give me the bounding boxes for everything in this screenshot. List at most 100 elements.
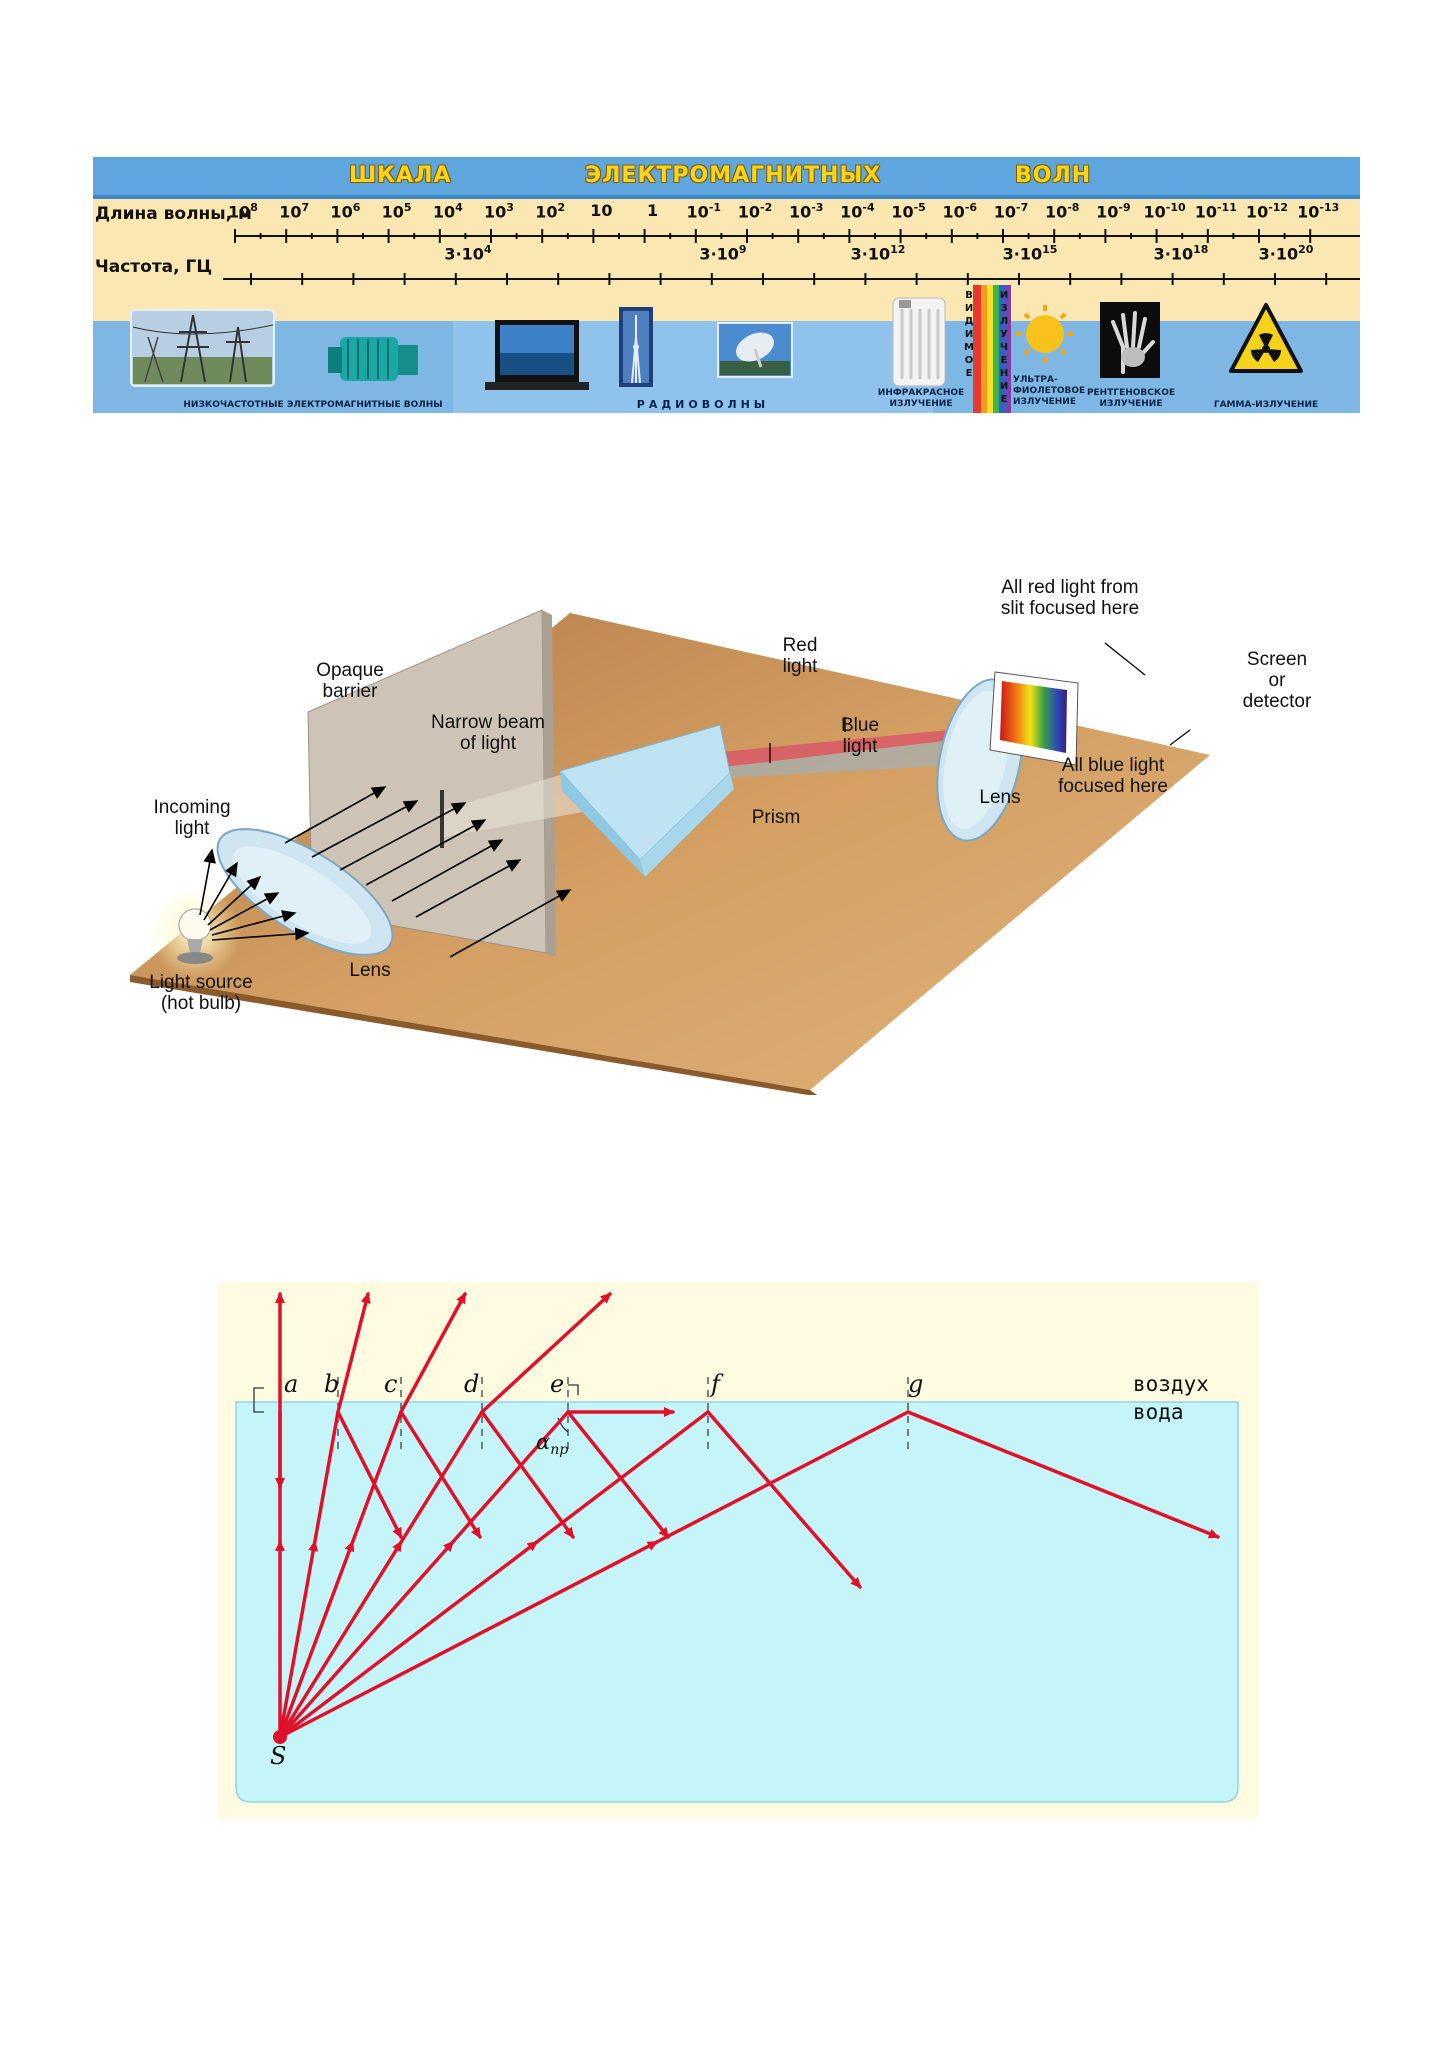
- frequency-label: Частота, ГЦ: [95, 257, 213, 277]
- point-a-label: a: [284, 1370, 299, 1398]
- scale-title-word-3: ВОЛН: [1015, 163, 1092, 188]
- incident-ray-segment: [535, 1410, 710, 1544]
- left-lens-label: Lens: [349, 960, 391, 981]
- freq-exponent: 20: [1298, 243, 1314, 256]
- radio-caption: РАДИОВОЛНЫ: [636, 398, 770, 411]
- tick-exponent: 4: [455, 201, 463, 214]
- point-e-label: e: [550, 1370, 565, 1398]
- incident-ray: [278, 1540, 403, 1739]
- red-light-label: Red light: [783, 635, 818, 677]
- xray-line-2: ИЗЛУЧЕНИЕ: [1099, 399, 1163, 409]
- freq-exponent: 9: [738, 243, 747, 256]
- reflected-ray: [399, 1410, 482, 1539]
- power-lines-picture: [130, 309, 275, 387]
- wavelength-tick-label: 10-1: [687, 201, 722, 221]
- frequency-tick-label: 3·1020: [1259, 243, 1314, 263]
- refracted-ray: [336, 1292, 371, 1414]
- freq-exponent: 15: [1042, 243, 1058, 256]
- radiator-picture: [892, 297, 946, 387]
- radiation-warning-icon: [1229, 303, 1303, 373]
- blue-line-2: light: [842, 736, 878, 757]
- em-scale-background: [93, 157, 1360, 413]
- freq-exponent: 4: [483, 243, 492, 256]
- em-scale-banner: ШКАЛА ЭЛЕКТРОМАГНИТНЫХ ВОЛН Длина волны,…: [93, 157, 1360, 413]
- uv-line-2: ФИОЛЕТОВОЕ: [1013, 386, 1086, 396]
- incoming-line-1: Incoming: [153, 797, 231, 818]
- opaque-line-1: Opaque: [316, 660, 384, 681]
- wavelength-tick-label: 10: [590, 201, 612, 220]
- tick-base: 10: [484, 202, 507, 222]
- wavelength-tick-label: 10-7: [994, 201, 1029, 221]
- visible-caption-2: ИЗЛУЧЕНИЕ: [999, 290, 1009, 405]
- prism-illustration: [130, 609, 1210, 1095]
- screen-line-3: detector: [1242, 691, 1312, 712]
- blue-light-label: Blue light: [841, 715, 879, 757]
- light-source-label: Light source (hot bulb): [149, 972, 253, 1014]
- incident-ray: [278, 1540, 539, 1739]
- wavelength-tick-label: 10-13: [1297, 201, 1339, 221]
- sun-icon: [1016, 305, 1074, 363]
- point-c-label: c: [384, 1370, 398, 1398]
- tick-base: 10: [840, 202, 863, 222]
- wavelength-tick-label: 10-8: [1045, 201, 1080, 221]
- low-frequency-caption: НИЗКОЧАСТОТНЫЕ ЭЛЕКТРОМАГНИТНЫЕ ВОЛНЫ: [183, 400, 443, 410]
- freq-base: 3·10: [1153, 244, 1194, 264]
- blue-line-1: Blue: [840, 715, 880, 736]
- wavelength-tick-label: 10-6: [943, 201, 978, 221]
- tower-picture: [619, 307, 653, 387]
- tick-base: 10: [381, 202, 404, 222]
- tick-base: 10: [1143, 202, 1166, 222]
- refraction-illustration: [218, 1282, 1258, 1819]
- tick-exponent: 2: [557, 201, 566, 214]
- tick-base: 10: [686, 202, 709, 222]
- tick-exponent: -11: [1216, 201, 1237, 214]
- wavelength-label: Длина волны, м: [95, 204, 252, 224]
- wavelength-tick-label: 106: [330, 201, 360, 221]
- wavelength-tick-label: 10-2: [738, 201, 773, 221]
- incoming-line-2: light: [174, 818, 210, 839]
- tv-picture: [485, 320, 589, 390]
- critical-angle-label: αпр: [536, 1430, 568, 1458]
- incident-ray: [278, 1540, 455, 1739]
- red-focus-line-1: All red light from: [1001, 577, 1139, 598]
- reflected-ray: [480, 1410, 575, 1539]
- freq-base: 3·10: [1002, 244, 1043, 264]
- xray-line-1: РЕНТГЕНОВСКОЕ: [1086, 388, 1176, 398]
- blue-focus-label: All blue light focused here: [1058, 755, 1168, 797]
- wavelength-tick-label: 103: [484, 201, 514, 221]
- red-focus-label: All red light from slit focused here: [1001, 577, 1139, 619]
- source-line-2: (hot bulb): [160, 993, 242, 1014]
- freq-exponent: 18: [1193, 243, 1209, 256]
- tick-exponent: 8: [250, 201, 258, 214]
- uv-line-1: УЛЬТРА-: [1013, 375, 1058, 385]
- screen-line-1: Screen: [1246, 649, 1308, 670]
- wavelength-tick-label: 107: [279, 201, 309, 221]
- infrared-caption: ИНФРАКРАСНОЕ ИЗЛУЧЕНИЕ: [876, 388, 966, 410]
- tick-base: 10: [993, 202, 1017, 222]
- tick-exponent: -1: [708, 201, 722, 214]
- tick-exponent: -5: [913, 201, 926, 214]
- red-line-2: light: [782, 656, 818, 677]
- tick-exponent: -6: [964, 201, 978, 214]
- tick-base: 10: [891, 202, 914, 222]
- xray-hand-picture: [1100, 302, 1160, 378]
- generator-picture: [328, 337, 418, 381]
- wavelength-tick-label: 10-3: [789, 201, 824, 221]
- gamma-caption: ГАММА-ИЗЛУЧЕНИЕ: [1213, 400, 1319, 410]
- blue-focus-line-2: focused here: [1058, 776, 1168, 797]
- alpha-symbol: α: [536, 1430, 551, 1454]
- wavelength-tick-label: 10-4: [840, 201, 875, 221]
- source-label: S: [270, 1742, 287, 1770]
- wavelength-tick-label: 1: [647, 201, 658, 220]
- tick-exponent: -13: [1319, 201, 1340, 214]
- tick-base: 10: [1297, 202, 1320, 222]
- tick-exponent: -8: [1067, 201, 1080, 214]
- red-line-1: Red: [782, 635, 818, 656]
- incident-ray-segment: [313, 1410, 340, 1544]
- wavelength-tick-label: 10-11: [1195, 201, 1237, 221]
- wavelength-tick-label: 104: [433, 201, 463, 221]
- tick-exponent: -9: [1118, 201, 1131, 214]
- narrow-beam-label: Narrow beam of light: [431, 712, 545, 754]
- incident-ray: [278, 1540, 355, 1739]
- blue-focus-line-1: All blue light: [1061, 755, 1165, 776]
